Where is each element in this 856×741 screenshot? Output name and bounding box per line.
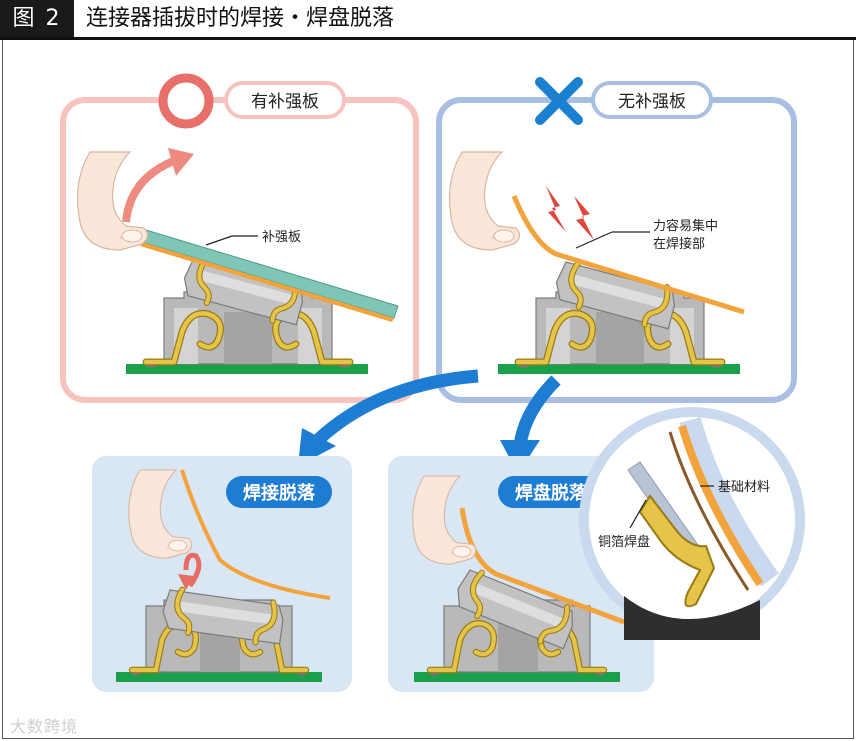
panel-solder-failure: 焊接脱落 [92, 456, 352, 692]
callout-copper-pad: 铜箔焊盘 [598, 534, 650, 550]
panel-without-stiffener: 无补强板 力容易集中 在焊接部 [439, 82, 794, 400]
callout-stress-line2: 在焊接部 [653, 236, 705, 252]
callout-stiffener: 补强板 [262, 230, 301, 245]
panel-pad-failure: 焊盘脱落 [388, 412, 800, 692]
panel-with-stiffener: 有补强板 补强板 [63, 78, 416, 400]
ok-circle-icon [163, 78, 209, 124]
callout-stress-line1: 力容易集中 [653, 218, 718, 234]
label-without-stiffener: 无补强板 [618, 92, 686, 112]
label-solder-failure: 焊接脱落 [243, 482, 316, 504]
watermark: 大数跨境 [10, 713, 78, 737]
label-pad-failure: 焊盘脱落 [515, 482, 588, 504]
callout-base-material: 基础材料 [718, 480, 770, 495]
label-with-stiffener: 有补强板 [251, 92, 319, 112]
